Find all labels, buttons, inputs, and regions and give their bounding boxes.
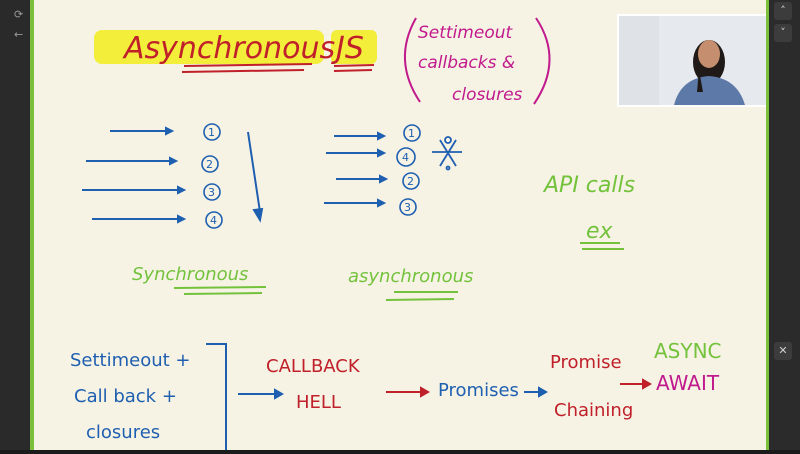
whiteboard-drawing: Asynchronous JS Settimeout callbacks & c…: [70, 17, 722, 450]
chaining-text: Chaining: [554, 400, 633, 421]
arrow-to-promise-chaining: [524, 386, 549, 398]
title-underlines: [181, 63, 375, 73]
api-calls-text: API calls: [542, 173, 635, 198]
async-num-3: 3: [404, 201, 411, 214]
hell-text: HELL: [296, 392, 341, 413]
promise-text: Promise: [550, 352, 622, 373]
refresh-icon[interactable]: ⟳: [14, 8, 24, 21]
async-text: ASYNC: [654, 339, 722, 363]
down-chevron-icon[interactable]: ˅: [774, 24, 792, 42]
bottom-callback: Call back +: [74, 386, 177, 407]
ex-text: ex: [586, 219, 614, 244]
timer-sketch-icon: [432, 136, 462, 171]
await-text: AWAIT: [656, 371, 720, 395]
label-asynchronous: asynchronous: [348, 266, 473, 287]
async-underlines: [385, 291, 458, 301]
sync-underlines: [173, 286, 267, 295]
bottom-closures: closures: [86, 422, 160, 443]
async-num-4: 4: [402, 151, 409, 164]
back-arrow-icon[interactable]: ←: [14, 28, 24, 41]
label-synchronous: Synchronous: [132, 264, 248, 285]
sync-arrows: [82, 126, 264, 224]
bottom-settimeout: Settimeout +: [70, 350, 191, 371]
side-note-line-3: closures: [452, 85, 523, 105]
bottom-bracket: [206, 343, 227, 450]
async-number-circles: [396, 124, 421, 216]
side-note-right-paren: [533, 17, 551, 105]
left-browser-chrome: ⟳ ←: [0, 0, 34, 450]
async-num-2: 2: [407, 175, 414, 188]
side-note-left-paren: [404, 17, 421, 103]
async-num-1: 1: [408, 127, 415, 140]
presenter-video: [617, 14, 779, 107]
up-chevron-icon[interactable]: ˄: [774, 2, 792, 20]
sync-num-1: 1: [208, 126, 215, 139]
left-green-frame: [30, 0, 34, 450]
presenter-avatar: [619, 16, 777, 105]
ex-underlines: [580, 242, 624, 250]
sync-number-circles: [201, 123, 223, 229]
title-asynchronous: Asynchronous: [122, 31, 335, 66]
sync-num-4: 4: [210, 214, 217, 227]
arrow-to-promises: [386, 386, 431, 398]
close-icon[interactable]: ✕: [774, 342, 792, 360]
title-highlight: [94, 30, 324, 64]
js-highlight: [331, 30, 377, 64]
callback-text: CALLBACK: [266, 356, 361, 377]
side-note-line-1: Settimeout: [418, 23, 513, 43]
title-js: JS: [331, 31, 364, 66]
right-panel-chrome: ˄ ˅ ✕: [766, 0, 800, 450]
side-note-line-2: callbacks &: [418, 53, 515, 73]
async-arrows: [324, 131, 389, 208]
arrow-to-callback-hell: [238, 388, 285, 400]
sync-num-3: 3: [208, 186, 215, 199]
right-green-frame: [766, 0, 769, 450]
promises-text: Promises: [438, 380, 519, 401]
sync-num-2: 2: [206, 158, 213, 171]
arrow-to-async-await: [620, 378, 653, 390]
